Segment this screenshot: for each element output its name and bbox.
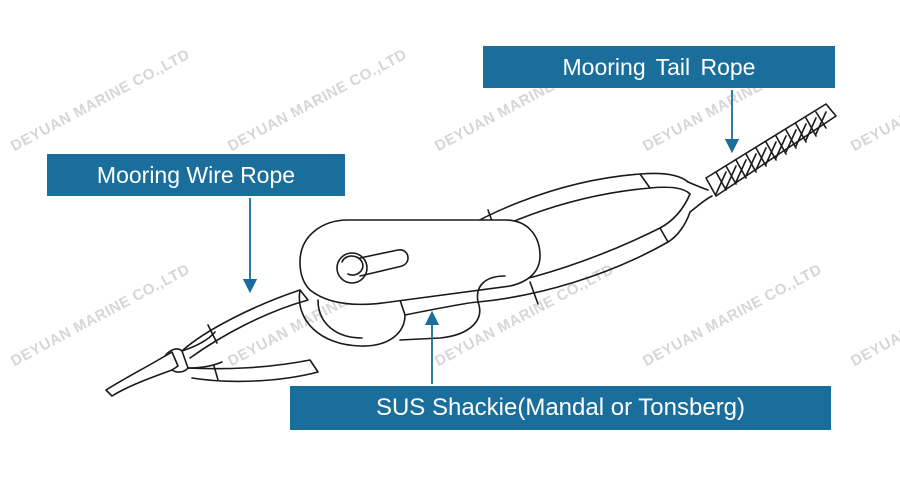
label-wire-rope-text: Mooring Wire Rope — [96, 161, 296, 188]
wire-rope-end-cap — [164, 348, 189, 373]
tail-rope-outline — [705, 103, 837, 197]
tail-rope-braid — [715, 111, 827, 195]
wire-eye-lower — [187, 359, 319, 383]
shackle-body — [299, 219, 541, 306]
shackle-shell-lower — [399, 301, 481, 341]
label-shackle-text: SUS Shackie(Mandal or Tonsberg) — [375, 394, 746, 421]
label-tail-rope: Mooring Tail Rope — [483, 46, 835, 88]
shackle-bow — [298, 289, 406, 347]
shackle-pin-slot — [359, 249, 409, 277]
label-wire-rope: Mooring Wire Rope — [47, 154, 345, 196]
wire-eye-upper — [181, 289, 309, 359]
label-shackle: SUS Shackie(Mandal or Tonsberg) — [290, 386, 831, 430]
wire-rope-end — [105, 351, 179, 397]
label-tail-rope-text: Mooring Tail Rope — [562, 53, 756, 80]
